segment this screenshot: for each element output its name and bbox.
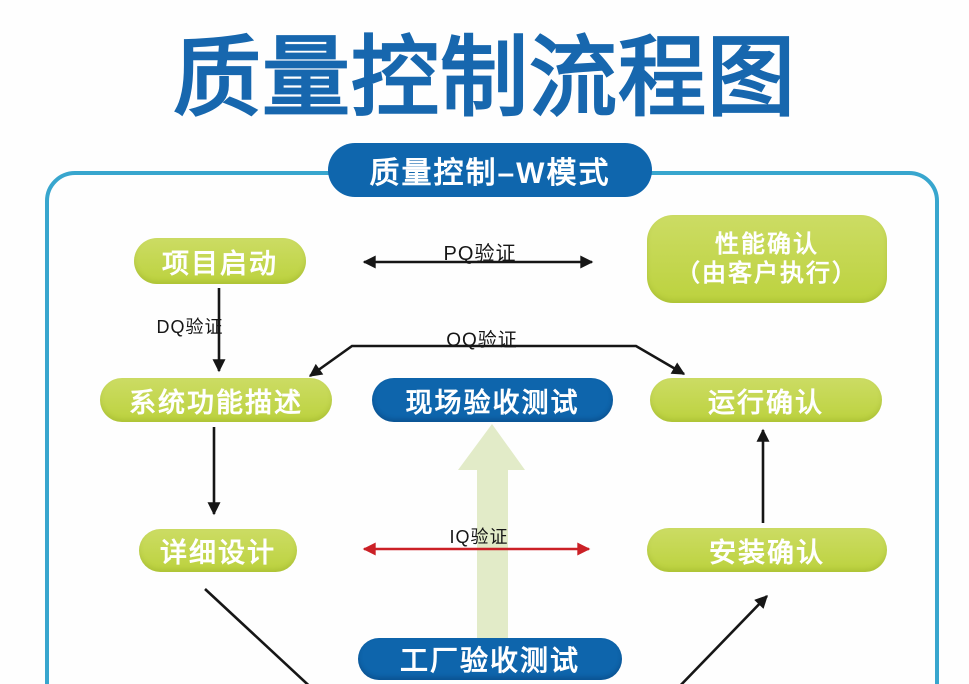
oq-arrow [308,344,686,378]
design-down-line [204,588,310,684]
node-detailed-design: 详细设计 [139,529,297,572]
node-operation-qualification: 运行确认 [650,378,882,422]
pq-label: PQ验证 [443,243,517,265]
node-project-start: 项目启动 [134,238,306,284]
oq-label: OQ验证 [446,330,518,351]
fat-to-install-arrow [679,595,768,684]
node-performance-line2: （由客户执行） [676,260,858,287]
iq-label: IQ验证 [449,527,509,547]
node-performance-line1: 性能确认 [715,230,819,258]
node-performance-qualification: 性能确认 （由客户执行） [647,215,887,303]
node-site-acceptance-test: 现场验收测试 [372,378,613,422]
mode-badge: 质量控制–W模式 [328,143,652,197]
page-title: 质量控制流程图 [172,28,796,127]
dq-label: DQ验证 [156,317,224,337]
node-installation-qualification: 安装确认 [647,528,887,572]
node-factory-acceptance-test: 工厂验收测试 [358,638,622,680]
node-system-function-description: 系统功能描述 [100,378,332,422]
big-green-arrow [458,424,525,641]
